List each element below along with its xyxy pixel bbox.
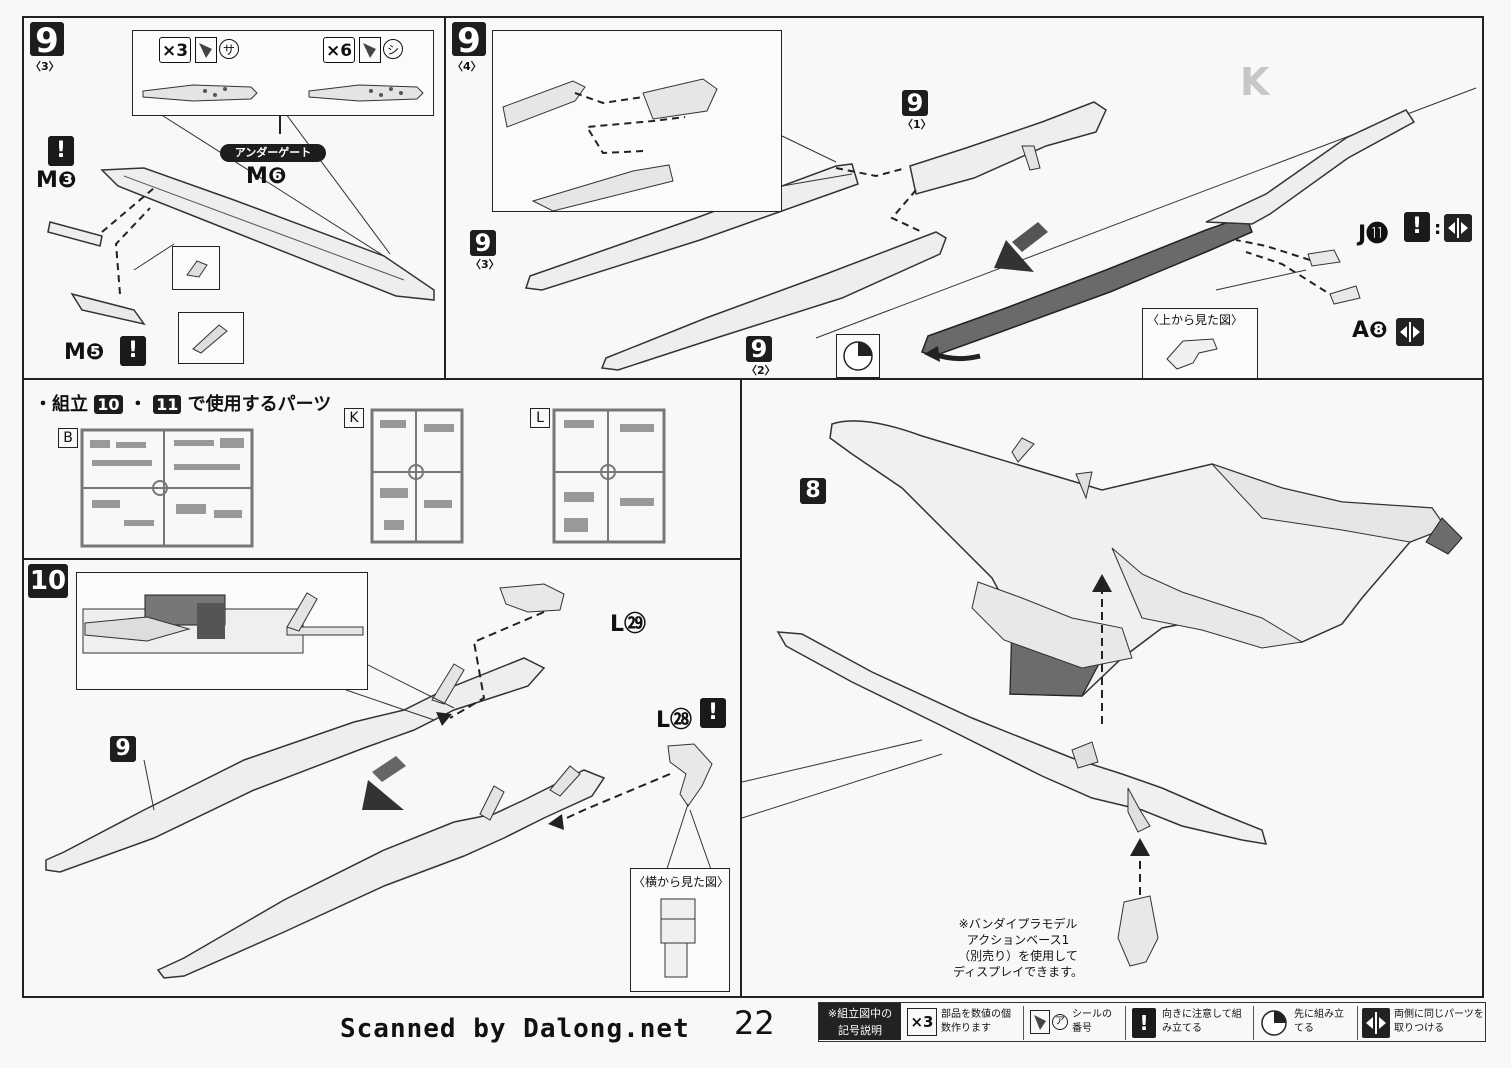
sticker-count-right: ×6 xyxy=(323,37,355,63)
part-m5-label: M❺ xyxy=(64,340,105,365)
runner-b-label: B xyxy=(58,428,78,448)
legend-title-line-2: 記号説明 xyxy=(838,1024,882,1037)
step-9-3-sub: 〈3〉 xyxy=(30,60,60,73)
sticker-count-left: ×3 xyxy=(159,37,191,63)
final-assembly-drawing xyxy=(742,420,1463,967)
part-m6-label: M❻ xyxy=(246,164,287,189)
bleed-through-marks: K xyxy=(1240,60,1270,104)
parts-used-heading: ・組立 10 ・ 11 で使用するパーツ xyxy=(34,390,331,416)
warn-icon-l28: ! xyxy=(700,698,726,728)
both-sides-icon-j11 xyxy=(1444,214,1472,242)
part-l29-label: L㉙ xyxy=(610,612,647,637)
assemble-first-callout xyxy=(836,334,880,378)
part-a8-label: A❽ xyxy=(1352,318,1388,343)
warn-icon-m3: ! xyxy=(48,136,74,166)
sticker-icon-left xyxy=(195,37,217,63)
parts-used-prefix: ・組立 xyxy=(34,394,88,415)
sticker-mark-left: サ xyxy=(219,39,239,59)
legend-item-count: ×3 部品を数値の個数作ります xyxy=(905,1006,1019,1040)
ref-step-9-2-sub: 〈2〉 xyxy=(746,364,776,377)
ref-step-9-1-sub: 〈1〉 xyxy=(902,118,932,131)
legend-sticker-text: シールの番号 xyxy=(1072,1009,1112,1034)
top-view-callout: 〈上から見た図〉 xyxy=(1142,308,1258,378)
clip-detail-drawing xyxy=(502,78,718,212)
sticker-icon-right xyxy=(359,37,381,63)
both-sides-icon-a8 xyxy=(1396,318,1424,346)
barrel-detail-drawing xyxy=(82,592,364,654)
side-view-callout: 〈横から見た図〉 xyxy=(630,868,730,992)
undergate-label: アンダーゲート xyxy=(220,144,326,162)
parts-used-step-11: 11 xyxy=(153,395,182,414)
step-9-3-number: 9 xyxy=(30,22,64,60)
ref-step-9-3: 9 xyxy=(470,230,496,256)
sticker-callout: ×3 サ ×6 シ xyxy=(132,30,434,116)
legend-sticker-icon xyxy=(1030,1010,1050,1034)
legend-first-text: 先に組み立てる xyxy=(1294,1009,1344,1034)
legend-both-sides-text: 両側に同じパーツを取りつける xyxy=(1394,1009,1484,1034)
side-view-label: 〈横から見た図〉 xyxy=(633,875,730,889)
part-m3-label: M❸ xyxy=(36,168,77,193)
parts-used-step-10: 10 xyxy=(94,395,123,414)
legend-both-sides-icon xyxy=(1362,1008,1390,1038)
warn-icon-m5: ! xyxy=(120,336,146,366)
gate-detail-1 xyxy=(172,246,220,290)
ref-step-9-3-sub: 〈3〉 xyxy=(470,258,500,271)
warn-icon-j11: ! xyxy=(1404,212,1430,242)
legend-direction-text: 向きに注意して組み立てる xyxy=(1162,1009,1242,1034)
action-base-note-line-2: アクションベース1 xyxy=(966,933,1070,947)
ref-step-8: 8 xyxy=(800,478,826,504)
part-j11-label: J⓫ xyxy=(1358,222,1389,247)
step-9-3-panel: 9 〈3〉 ×3 サ ×6 シ アンダーゲート M❻ ! M❸ M❺ ! xyxy=(22,16,446,380)
legend-item-both-sides: 両側に同じパーツを取りつける xyxy=(1357,1006,1485,1040)
parts-used-dot: ・ xyxy=(128,394,147,415)
step-10-number: 10 xyxy=(28,564,68,598)
parts-used-panel: ・組立 10 ・ 11 で使用するパーツ B K L xyxy=(22,378,742,560)
legend-title-line-1: ※組立図中の xyxy=(827,1007,893,1020)
sticker-mark-right: シ xyxy=(383,39,403,59)
legend-count-text: 部品を数値の個数作ります xyxy=(941,1009,1011,1034)
step-9-4-panel: 9 〈4〉 9 〈1〉 9 〈3〉 9 〈2〉 J⓫ ! : A❽ 〈上から xyxy=(444,16,1484,380)
legend-item-sticker: ア シールの番号 xyxy=(1023,1006,1121,1040)
barrel-detail-callout xyxy=(76,572,368,690)
runner-k-label: K xyxy=(344,408,364,428)
clip-detail-callout xyxy=(492,30,782,212)
gate-detail-2 xyxy=(178,312,244,364)
legend-sticker-mark: ア xyxy=(1052,1014,1068,1030)
legend-item-first: 先に組み立てる xyxy=(1253,1006,1353,1040)
final-assembly-panel: 8 ※バンダイプラモデル アクションベース1 （別売り）を使用して ディスプレイ… xyxy=(740,378,1484,998)
top-view-label: 〈上から見た図〉 xyxy=(1147,313,1244,327)
legend-item-direction: ! 向きに注意して組み立てる xyxy=(1125,1006,1249,1040)
ref-step-9-1: 9 xyxy=(902,90,928,116)
part-l28-label: L㉘ xyxy=(656,708,693,733)
step-9-4-number: 9 xyxy=(452,22,486,60)
ref-step-9-in-10: 9 xyxy=(110,736,136,762)
action-base-note-line-4: ディスプレイできます。 xyxy=(953,965,1083,979)
sticker-parts-drawing xyxy=(142,84,424,102)
page-number: 22 xyxy=(734,1004,775,1042)
legend-title: ※組立図中の 記号説明 xyxy=(819,1003,901,1040)
parts-used-suffix: で使用するパーツ xyxy=(187,394,332,415)
ref-step-9-2: 9 xyxy=(746,336,772,362)
legend-count-icon: ×3 xyxy=(907,1008,937,1036)
scan-credit: Scanned by Dalong.net xyxy=(340,1014,690,1044)
action-base-note-line-3: （別売り）を使用して xyxy=(958,949,1078,963)
action-base-note: ※バンダイプラモデル アクションベース1 （別売り）を使用して ディスプレイでき… xyxy=(938,916,1098,980)
step-10-drawing xyxy=(45,583,715,979)
legend-first-icon xyxy=(1258,1007,1290,1039)
step-10-panel: 10 9 L㉙ L㉘ ! 〈横から見た図〉 xyxy=(22,558,742,998)
action-base-note-line-1: ※バンダイプラモデル xyxy=(958,917,1078,931)
step-9-4-sub: 〈4〉 xyxy=(452,60,482,73)
legend-warn-icon: ! xyxy=(1132,1008,1156,1038)
runners-drawing xyxy=(80,408,666,548)
colon-separator: : xyxy=(1434,218,1442,239)
symbol-legend: ※組立図中の 記号説明 ×3 部品を数値の個数作ります ア シールの番号 ! 向… xyxy=(818,1002,1486,1042)
runner-l-label: L xyxy=(530,408,550,428)
